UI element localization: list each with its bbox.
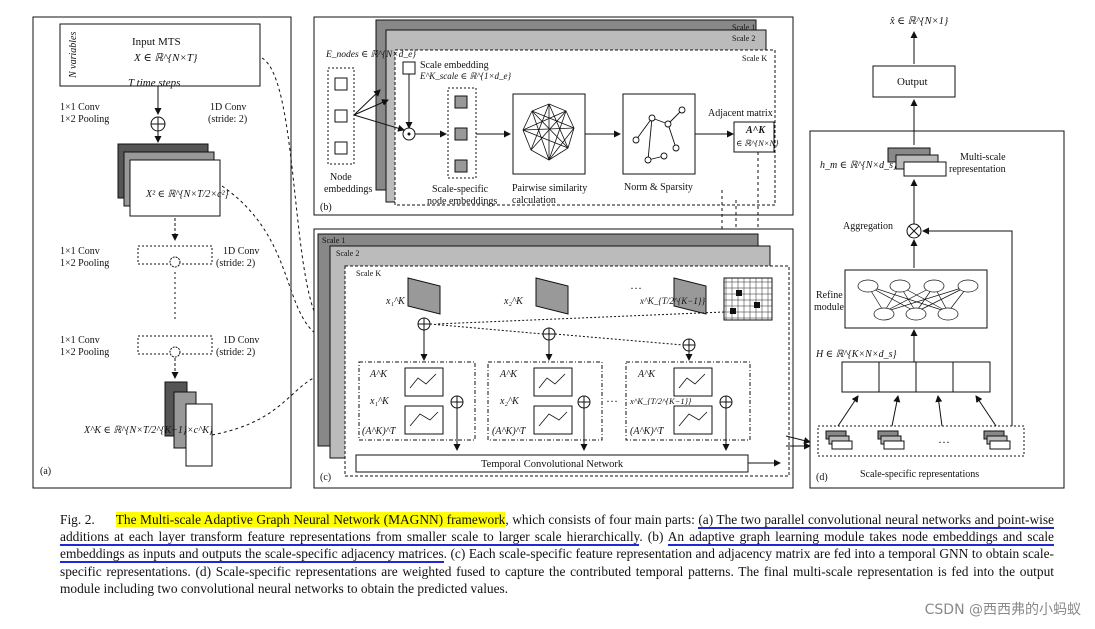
x2-label: x₂^K [503, 296, 524, 307]
x2-formula: X² ∈ ℝ^{N×T/2×c²} [145, 189, 229, 200]
tcn-label: Temporal Convolutional Network [481, 459, 624, 470]
panel-a-label: (a) [40, 466, 51, 477]
aggregation-label: Aggregation [843, 221, 893, 232]
pairwise-graph-icon [522, 103, 575, 161]
x1-label: x₁^K [385, 296, 406, 307]
pairwise-line1: Pairwise similarity [512, 183, 587, 194]
conv1-left-line2: 1×2 Pooling [60, 114, 109, 125]
panel-c: Scale 1 Scale 2 Scale K x₁^K x₂^K x^K_{T… [313, 228, 811, 489]
gnn-block-3 [625, 361, 751, 441]
ak-in-1: A^K [369, 369, 388, 380]
node-embeddings-line2: embeddings [324, 184, 372, 195]
caption-part-a: (a) The two parallel convolutional neura… [60, 512, 1055, 547]
framework-figure: N variables Input MTS X ∈ ℝ^{N×T} T time… [32, 16, 1065, 489]
refine-line2: module [814, 302, 845, 313]
conv2-right-line1: 1D Conv [223, 246, 259, 257]
akt-in-3: (A^K)^T [630, 426, 665, 437]
conv3-left-line1: 1×1 Conv [60, 335, 100, 346]
n-variables-label: N variables [68, 32, 79, 79]
adjacent-label: Adjacent matrix [708, 108, 773, 119]
time-steps-label: T time steps [128, 77, 180, 89]
input-formula: X ∈ ℝ^{N×T} [133, 52, 198, 64]
xt-label: x^K_{T/2^{K−1}} [639, 296, 705, 306]
conv3-right-line2: (stride: 2) [216, 347, 255, 358]
panel-b: Scale 1 Scale 2 Scale K E_nodes ∈ ℝ^{N×d… [313, 16, 794, 267]
scale-specific-line1: Scale-specific [432, 184, 489, 195]
e-nodes: E_nodes ∈ ℝ^{N×d_e} [325, 50, 416, 60]
panel-c-label: (c) [320, 472, 331, 483]
gnn-block-1 [358, 361, 476, 441]
caption-sep1: . (b) [639, 529, 668, 545]
caption-rest: . (c) Each scale-specific feature repres… [60, 546, 1054, 596]
refine-network-icon [857, 279, 979, 321]
panel-d: x̂ ∈ ℝ^{N×1} Output h_m ∈ ℝ^{N×d_s} Mult… [809, 16, 1065, 489]
input-title: Input MTS [132, 36, 181, 48]
akt-in-1: (A^K)^T [362, 426, 397, 437]
refine-line1: Refine [816, 290, 843, 301]
c-scalek: Scale K [356, 269, 381, 278]
conv1-right-line2: (stride: 2) [208, 114, 247, 125]
panel-d-label: (d) [816, 472, 828, 483]
scale-embedding-formula: E^K_scale ∈ ℝ^{1×d_e} [419, 71, 512, 81]
hm-formula: h_m ∈ ℝ^{N×d_s} [820, 160, 897, 171]
pairwise-line2: calculation [512, 195, 556, 206]
scale-specific-reps: Scale-specific representations [860, 469, 979, 480]
x2-in: x₂^K [499, 396, 520, 407]
xt-in: x^K_{T/2^{K−1}} [629, 396, 692, 406]
c-scale1: Scale 1 [322, 236, 345, 245]
panel-a: N variables Input MTS X ∈ ℝ^{N×T} T time… [32, 16, 331, 489]
panel-b-label: (b) [320, 202, 332, 213]
ellipsis-top: ··· [630, 281, 642, 295]
caption-after-highlight: , which consists of four main parts: [505, 512, 699, 527]
x1-in: x₁^K [369, 396, 390, 407]
scale-embedding-label: Scale embedding [420, 60, 489, 71]
node-embeddings-line1: Node [330, 172, 352, 183]
b-scalek: Scale K [742, 54, 767, 63]
conv1-right-line1: 1D Conv [210, 102, 246, 113]
ak-in-2: A^K [499, 369, 518, 380]
ak-label: A^K [745, 125, 766, 136]
akt-in-2: (A^K)^T [492, 426, 527, 437]
scale-specific-line2: node embeddings [427, 196, 497, 207]
ak-dim: ∈ ℝ^{N×N} [736, 138, 779, 148]
conv1-left-line1: 1×1 Conv [60, 102, 100, 113]
caption-fig-label: Fig. 2. [60, 512, 95, 527]
caption-highlight: The Multi-scale Adaptive Graph Neural Ne… [115, 512, 506, 527]
conv3-left-line2: 1×2 Pooling [60, 347, 109, 358]
h-formula: H ∈ ℝ^{K×N×d_s} [815, 349, 897, 360]
ellipsis-d: ··· [938, 435, 950, 449]
xk-formula: X^K ∈ ℝ^{N×T/2^{K−1}×c^K} [83, 425, 213, 436]
figure-caption: Fig. 2. The Multi-scale Adaptive Graph N… [60, 511, 1055, 597]
ellipsis-mid: ··· [606, 394, 618, 408]
output-formula: x̂ ∈ ℝ^{N×1} [889, 16, 949, 27]
watermark: CSDN @西西弗的小蚂蚁 [924, 602, 1081, 618]
conv2-left-line2: 1×2 Pooling [60, 258, 109, 269]
conv2-right-line2: (stride: 2) [216, 258, 255, 269]
b-scale2: Scale 2 [732, 34, 755, 43]
output-label: Output [897, 76, 928, 88]
norm-label: Norm & Sparsity [624, 182, 693, 193]
caption-part-b: An adaptive graph learning module takes … [60, 529, 1054, 564]
multiscale-line1: Multi-scale [960, 152, 1006, 163]
ak-in-3: A^K [637, 369, 656, 380]
multiscale-line2: representation [949, 164, 1006, 175]
conv3-right-line1: 1D Conv [223, 335, 259, 346]
sparse-graph-icon [632, 106, 686, 164]
c-scale2: Scale 2 [336, 249, 359, 258]
b-scale1: Scale 1 [732, 23, 755, 32]
gnn-block-2 [487, 361, 603, 441]
conv2-left-line1: 1×1 Conv [60, 246, 100, 257]
